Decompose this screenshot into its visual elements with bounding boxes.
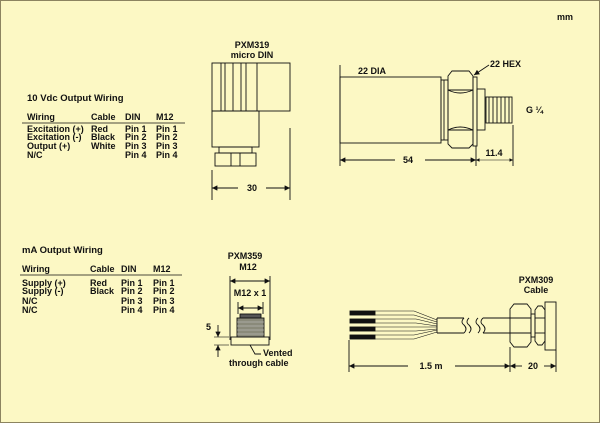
table-cell: Red <box>91 124 108 134</box>
table-cell: White <box>91 141 116 151</box>
vented-note-line2: through cable <box>229 358 289 368</box>
table-cell: N/C <box>22 305 38 315</box>
table-cell: N/C <box>27 150 43 160</box>
pxm319-width-dim: 30 <box>247 183 257 193</box>
header-cable: Cable <box>91 112 116 122</box>
dia-label: 22 DIA <box>358 66 387 76</box>
table-cell: Pin 2 <box>153 286 175 296</box>
wire-leads <box>349 310 438 340</box>
pxm359-m12-connector: PXM359 M12 M12 x 1 5 Vented through cabl… <box>206 251 293 368</box>
pxm359-model: PXM359 <box>228 251 263 261</box>
table-cell: Excitation (-) <box>27 132 82 142</box>
table-cell: Pin 1 <box>153 278 175 288</box>
table-cell: Excitation (+) <box>27 124 84 134</box>
header-din: DIN <box>121 264 137 274</box>
table-cell: Pin 4 <box>153 305 175 315</box>
table-cell: Pin 2 <box>121 286 143 296</box>
pxm359-height-dim: 5 <box>206 322 211 332</box>
header-wiring: Wiring <box>22 264 50 274</box>
table-cell: Output (+) <box>27 141 70 151</box>
vdc-table-title: 10 Vdc Output Wiring <box>27 93 124 104</box>
thread-length-dim: 11.4 <box>485 148 502 158</box>
pxm319-model: PXM319 <box>235 40 270 50</box>
table-cell: Pin 4 <box>121 305 143 315</box>
header-m12: M12 <box>153 264 171 274</box>
thread-label: G ¼ <box>526 105 545 115</box>
table-cell: Pin 3 <box>125 141 147 151</box>
pxm359-thread: M12 x 1 <box>234 288 267 298</box>
table-cell: Supply (+) <box>22 278 66 288</box>
table-cell: Pin 1 <box>156 124 178 134</box>
pxm309-type: Cable <box>524 285 549 295</box>
pxm309-model: PXM309 <box>519 275 554 285</box>
ma-wiring-table: mA Output Wiring Wiring Cable DIN M12 Su… <box>20 245 182 315</box>
ma-table-title: mA Output Wiring <box>22 245 103 256</box>
fitting-length-dim: 20 <box>528 361 538 371</box>
table-cell: Pin 4 <box>125 150 147 160</box>
table-cell: Pin 3 <box>153 296 175 306</box>
length-dim: 54 <box>403 155 413 165</box>
table-cell: Supply (-) <box>22 286 64 296</box>
table-cell: Pin 1 <box>125 124 147 134</box>
units-label: mm <box>557 12 573 22</box>
transducer-body: 22 DIA 22 HEX G ¼ 54 11.4 <box>339 59 545 166</box>
table-cell: Black <box>90 286 115 296</box>
table-cell: Pin 2 <box>156 132 178 142</box>
pxm359-type: M12 <box>239 262 257 272</box>
vdc-wiring-table: 10 Vdc Output Wiring Wiring Cable DIN M1… <box>22 93 185 160</box>
table-cell: Black <box>91 132 116 142</box>
header-wiring: Wiring <box>27 112 55 122</box>
header-din: DIN <box>125 112 141 122</box>
vented-note-line1: Vented <box>263 348 293 358</box>
table-cell: Pin 1 <box>121 278 143 288</box>
table-cell: Pin 4 <box>156 150 178 160</box>
pxm309-cable: PXM309 Cable 1.5 m 20 <box>348 275 557 372</box>
table-cell: Pin 3 <box>121 296 143 306</box>
table-cell: Pin 2 <box>125 132 147 142</box>
table-cell: Red <box>90 278 107 288</box>
hex-label: 22 HEX <box>490 59 521 69</box>
cable-length-dim: 1.5 m <box>419 361 442 371</box>
pxm319-type: micro DIN <box>231 50 274 60</box>
header-m12: M12 <box>156 112 174 122</box>
pxm319-din-connector: PXM319 micro DIN 30 <box>211 40 291 200</box>
table-cell: N/C <box>22 296 38 306</box>
table-cell: Pin 3 <box>156 141 178 151</box>
header-cable: Cable <box>90 264 115 274</box>
